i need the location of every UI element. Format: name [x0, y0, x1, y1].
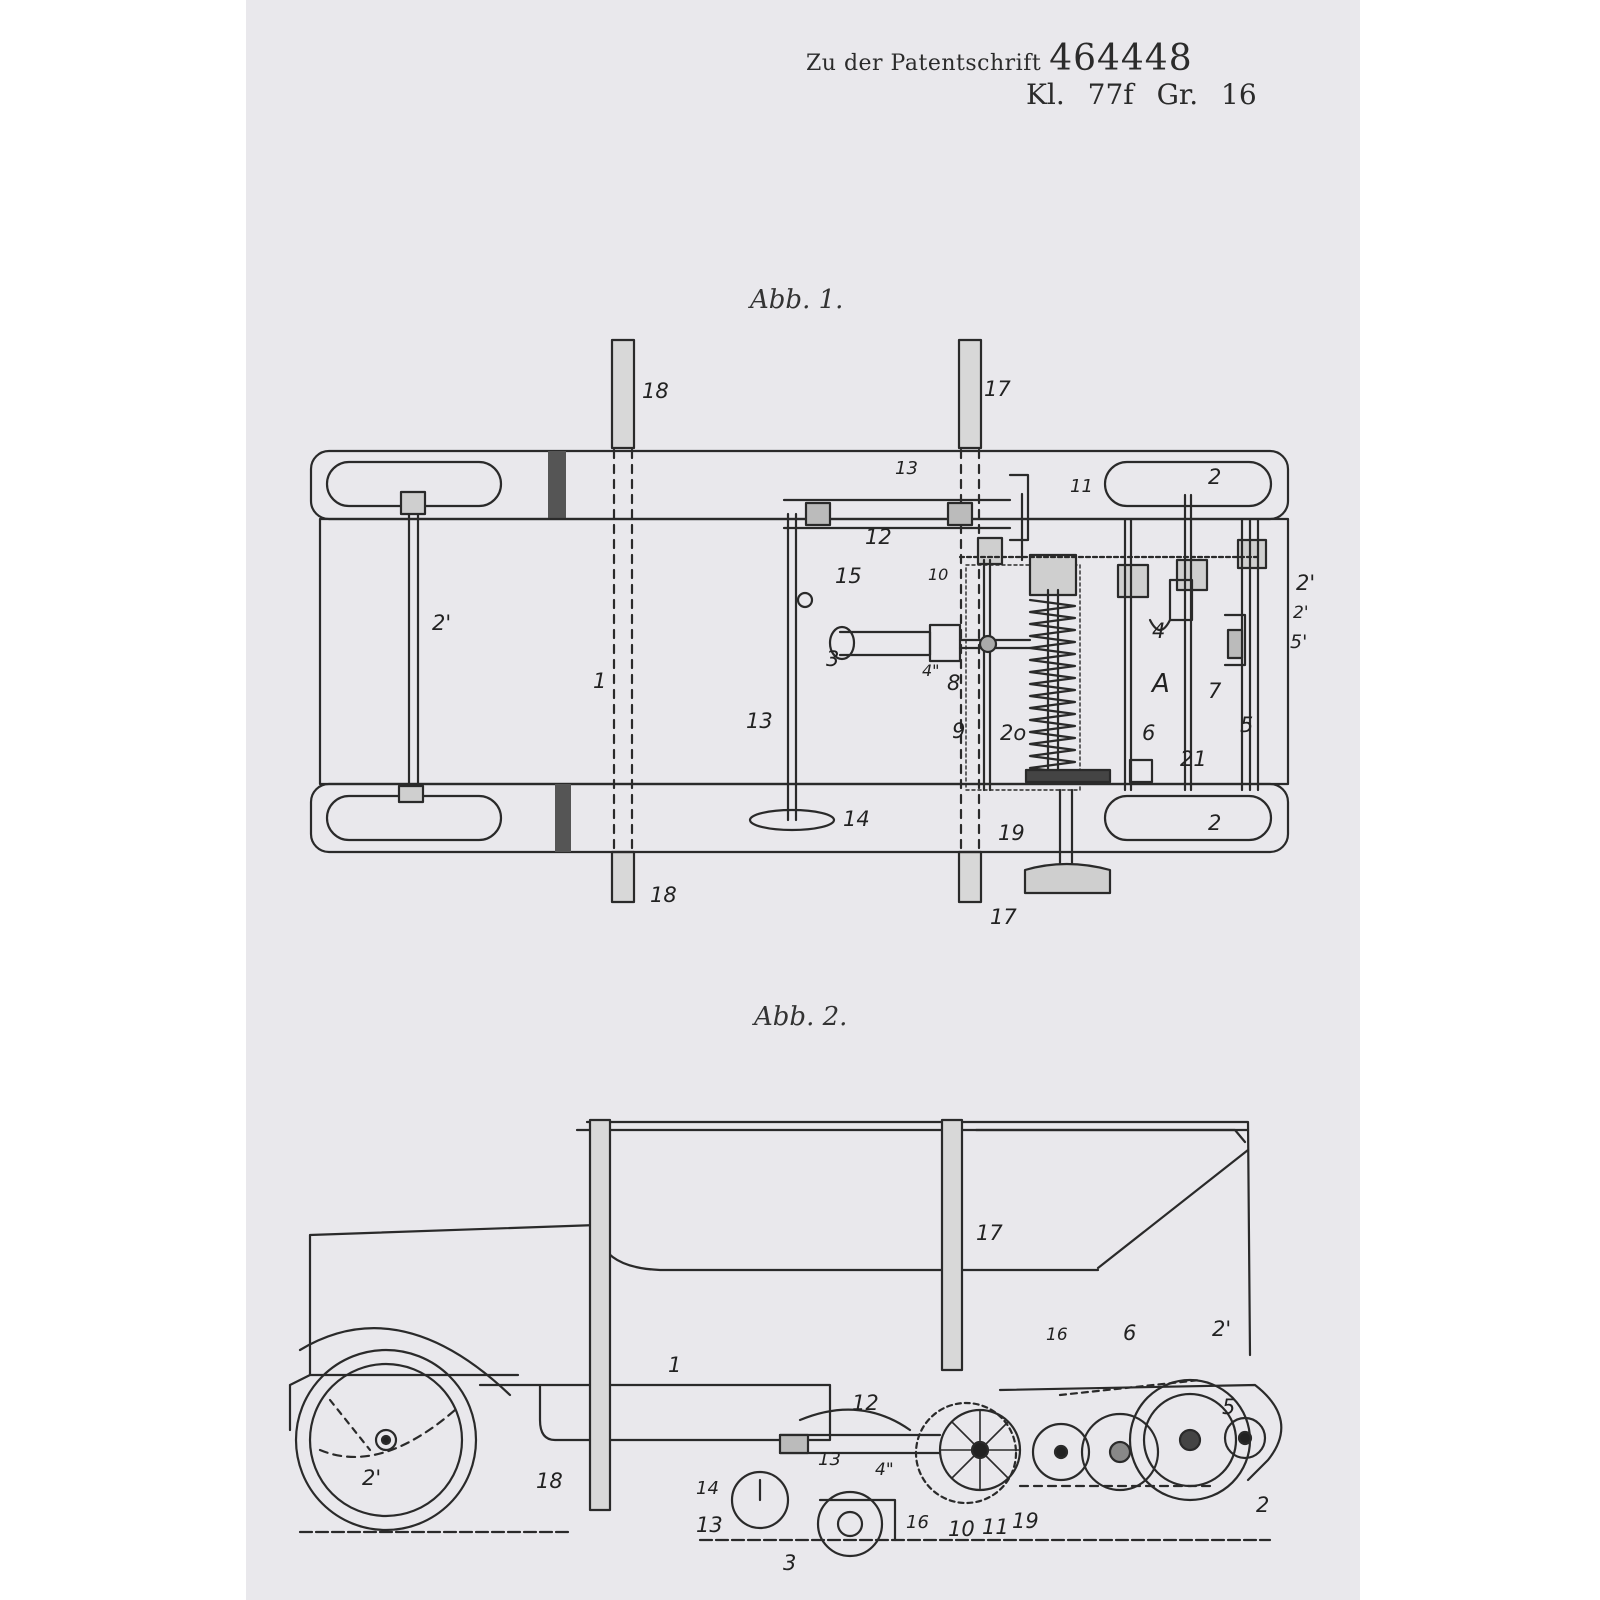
fig1-label-8: 8: [947, 671, 960, 695]
fig2-label-2prime-left: 2': [362, 1466, 381, 1490]
fig1-label-2prime-right: 2': [1296, 571, 1315, 595]
fig1-label-5prime: 5': [1290, 631, 1307, 653]
pedal-14: [748, 808, 836, 832]
part-15: [796, 591, 814, 609]
fig1-label-5: 5: [1240, 713, 1253, 737]
fig1-label-17-bottom: 17: [990, 905, 1017, 929]
figure-1-drawing: [309, 338, 1290, 904]
fig2-label-2prime: 2': [1212, 1317, 1231, 1341]
fig1-label-10: 10: [928, 565, 948, 584]
patent-header: Zu der Patentschrift 464448: [806, 38, 1193, 79]
post-18-top: [610, 338, 636, 450]
post-18-bottom: [610, 850, 636, 904]
fig2-label-16-top: 16: [1046, 1325, 1068, 1345]
fig1-label-14: 14: [843, 807, 870, 831]
figure-1-title: Abb. 1.: [750, 285, 844, 315]
fig1-label-9: 9: [952, 719, 965, 743]
patent-number: 464448: [1049, 38, 1193, 79]
crank-19: [1023, 862, 1112, 895]
fig2-label-3: 3: [783, 1551, 796, 1575]
fig2-label-2: 2: [1256, 1493, 1269, 1517]
fig1-label-1: 1: [593, 669, 606, 693]
figure-2-drawing: [288, 1118, 1283, 1558]
fig2-label-14: 14: [696, 1478, 719, 1499]
fig2-label-13-lower: 13: [696, 1513, 723, 1537]
fig2-label-5: 5: [1222, 1395, 1235, 1419]
wheel-3: [816, 1490, 884, 1558]
fig2-label-16-bottom: 16: [906, 1512, 929, 1533]
patent-classification: Kl. 77f Gr. 16: [1026, 78, 1257, 111]
fig1-label-13-mid: 13: [746, 709, 773, 733]
wheel-14: [730, 1470, 790, 1530]
post-18-side: [588, 1118, 612, 1512]
fig2-label-6: 6: [1123, 1321, 1136, 1345]
fig1-label-13-top: 13: [895, 458, 918, 479]
fig1-label-21: 21: [1180, 747, 1207, 771]
fig2-label-18: 18: [536, 1469, 563, 1493]
upper-right-wheel: [1103, 460, 1273, 508]
fig1-label-7: 7: [1208, 679, 1222, 703]
fig2-label-13-upper: 13: [818, 1449, 841, 1470]
fig2-label-12: 12: [852, 1391, 879, 1415]
front-wheel: [294, 1348, 478, 1532]
spring-A: [1028, 588, 1077, 782]
fig1-label-4: 4: [1152, 619, 1165, 643]
lower-right-wheel: [1103, 794, 1273, 842]
lower-track: [309, 782, 1290, 854]
fig1-label-A: A: [1150, 669, 1170, 699]
fig2-label-11: 11: [982, 1515, 1009, 1539]
fig1-label-12: 12: [865, 525, 892, 549]
fig2-label-1: 1: [668, 1353, 681, 1377]
post-17-top: [957, 338, 983, 450]
post-17-side: [940, 1118, 964, 1372]
fig1-label-2prime-left: 2': [432, 611, 451, 635]
fig2-label-19: 19: [1012, 1509, 1039, 1533]
fig1-label-11: 11: [1070, 476, 1093, 497]
fig1-label-18-bottom: 18: [650, 883, 677, 907]
patent-sheet: [246, 0, 1360, 1600]
cargo-body: [585, 1120, 1252, 1357]
fig1-label-4prime: 2': [1293, 603, 1309, 623]
gear-10: [914, 1401, 1018, 1505]
fig1-label-4dblprime: 4": [922, 661, 940, 680]
fig1-label-3: 3: [826, 647, 839, 671]
fig1-label-15: 15: [835, 564, 862, 588]
fig1-label-2-bottom: 2: [1208, 811, 1221, 835]
fig1-label-18-top: 18: [642, 379, 669, 403]
fig2-label-17: 17: [976, 1221, 1003, 1245]
post-17-bottom: [957, 850, 983, 904]
fig2-label-4dblprime: 4": [875, 1460, 894, 1480]
fig1-label-17-top: 17: [984, 377, 1011, 401]
roller-19: [1031, 1422, 1091, 1482]
roller-6: [1080, 1412, 1160, 1492]
figure-2-title: Abb. 2.: [754, 1002, 848, 1032]
fig2-label-10: 10: [948, 1517, 975, 1541]
fig1-label-2-top: 2: [1208, 465, 1221, 489]
gear-top: [1028, 553, 1078, 597]
fig1-label-20: 2o: [1000, 721, 1026, 745]
header-prefix: Zu der Patentschrift: [806, 51, 1042, 76]
fig1-label-6: 6: [1142, 721, 1155, 745]
fig1-label-19: 19: [998, 821, 1025, 845]
